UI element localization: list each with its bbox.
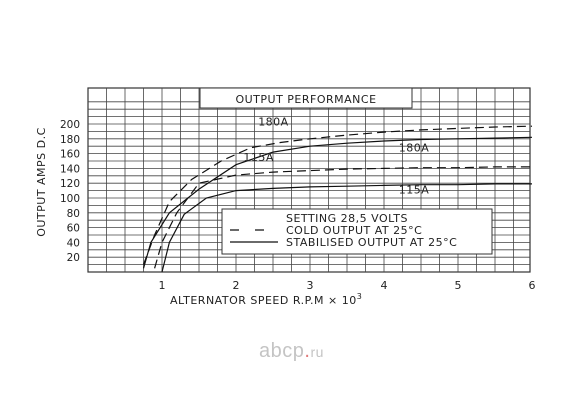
watermark-dot: . (304, 340, 311, 362)
y-tick-label: 20 (67, 252, 80, 264)
y-tick-label: 80 (67, 208, 80, 220)
y-tick-labels: 20 40 60 80 100 120 140 160 180 200 (60, 119, 80, 264)
x-tick-label: 2 (233, 279, 240, 292)
legend-label-dashed: COLD OUTPUT AT 25°C (286, 224, 422, 237)
y-tick-label: 40 (67, 237, 80, 249)
series-line-180a-dashed (142, 125, 533, 265)
x-tick-label: 3 (307, 279, 314, 292)
series-line-115a-solid (161, 183, 532, 273)
x-tick-label: 6 (529, 279, 536, 292)
watermark-brand: abcp (259, 340, 305, 362)
y-tick-label: 160 (60, 149, 80, 161)
y-tick-label: 140 (60, 163, 80, 175)
legend-title: SETTING 28,5 VOLTS (286, 212, 408, 225)
curve-label: 115A (399, 184, 430, 197)
y-tick-label: 180 (60, 134, 80, 146)
y-tick-label: 100 (60, 193, 80, 205)
x-axis-label-exponent: 3 (357, 292, 363, 301)
watermark-tld: ru (310, 344, 324, 360)
annotation-group: 180A 180A 115A 115A (243, 115, 430, 197)
curve-label: 180A (399, 141, 430, 154)
title-box (199, 87, 413, 109)
y-tick-label: 200 (60, 119, 80, 131)
x-tick-labels: 1 2 3 4 5 6 (159, 279, 536, 292)
x-axis-label: ALTERNATOR SPEED R.P.M × 103 (170, 292, 362, 307)
curve-label: 180A (258, 115, 289, 128)
x-tick-label: 1 (159, 279, 166, 292)
x-axis-label-text: ALTERNATOR SPEED R.P.M × 10 (170, 294, 357, 307)
series-line-115a-dashed (154, 166, 532, 269)
x-tick-label: 4 (381, 279, 388, 292)
curve-label: 115A (243, 151, 274, 164)
y-tick-label: 120 (60, 178, 80, 190)
legend-label-solid: STABILISED OUTPUT AT 25°C (286, 236, 457, 249)
chart-title: OUTPUT PERFORMANCE (235, 93, 376, 106)
legend-box (221, 208, 493, 255)
series-line-180a-solid (142, 136, 533, 269)
y-axis-label: OUTPUT AMPS D.C (35, 127, 48, 237)
watermark-logo: abcp.ru (259, 340, 324, 363)
x-tick-label: 5 (455, 279, 462, 292)
series-group (142, 125, 533, 273)
y-tick-label: 60 (67, 223, 80, 235)
